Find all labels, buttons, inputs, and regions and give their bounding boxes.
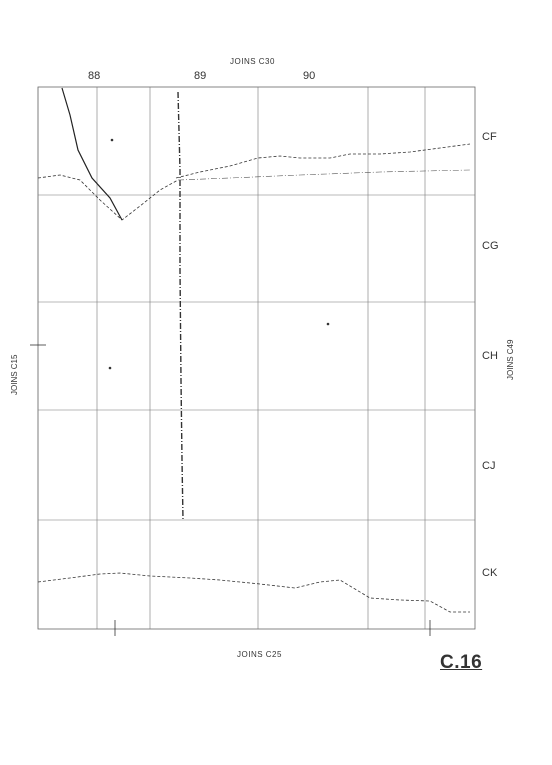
grid-verticals bbox=[37, 87, 426, 629]
column-label: 89 bbox=[194, 70, 207, 82]
river-line bbox=[61, 87, 123, 221]
row-label: CF bbox=[482, 131, 497, 143]
coast-line-left bbox=[37, 174, 179, 221]
row-label: CJ bbox=[482, 460, 496, 472]
join-top-label: JOINS C30 bbox=[230, 57, 275, 66]
row-label: CG bbox=[482, 240, 499, 252]
map-frame bbox=[37, 86, 476, 630]
sheet-id: C.16 bbox=[440, 652, 483, 673]
row-label: CK bbox=[482, 567, 498, 579]
join-bottom-label: JOINS C25 bbox=[237, 650, 282, 659]
coast-line-upper bbox=[175, 143, 471, 179]
join-left-label: JOINS C15 bbox=[10, 354, 19, 395]
column-label: 90 bbox=[303, 70, 316, 82]
boundary-line-upper bbox=[177, 169, 471, 181]
boundary-line-vertical bbox=[177, 91, 184, 521]
join-right-label: JOINS C49 bbox=[506, 339, 515, 380]
spot-markers bbox=[108, 138, 330, 370]
frame-ticks bbox=[30, 344, 431, 636]
column-label: 88 bbox=[88, 70, 101, 82]
coast-line-lower bbox=[37, 572, 470, 613]
grid-horizontals bbox=[38, 194, 475, 521]
row-label: CH bbox=[482, 350, 498, 362]
